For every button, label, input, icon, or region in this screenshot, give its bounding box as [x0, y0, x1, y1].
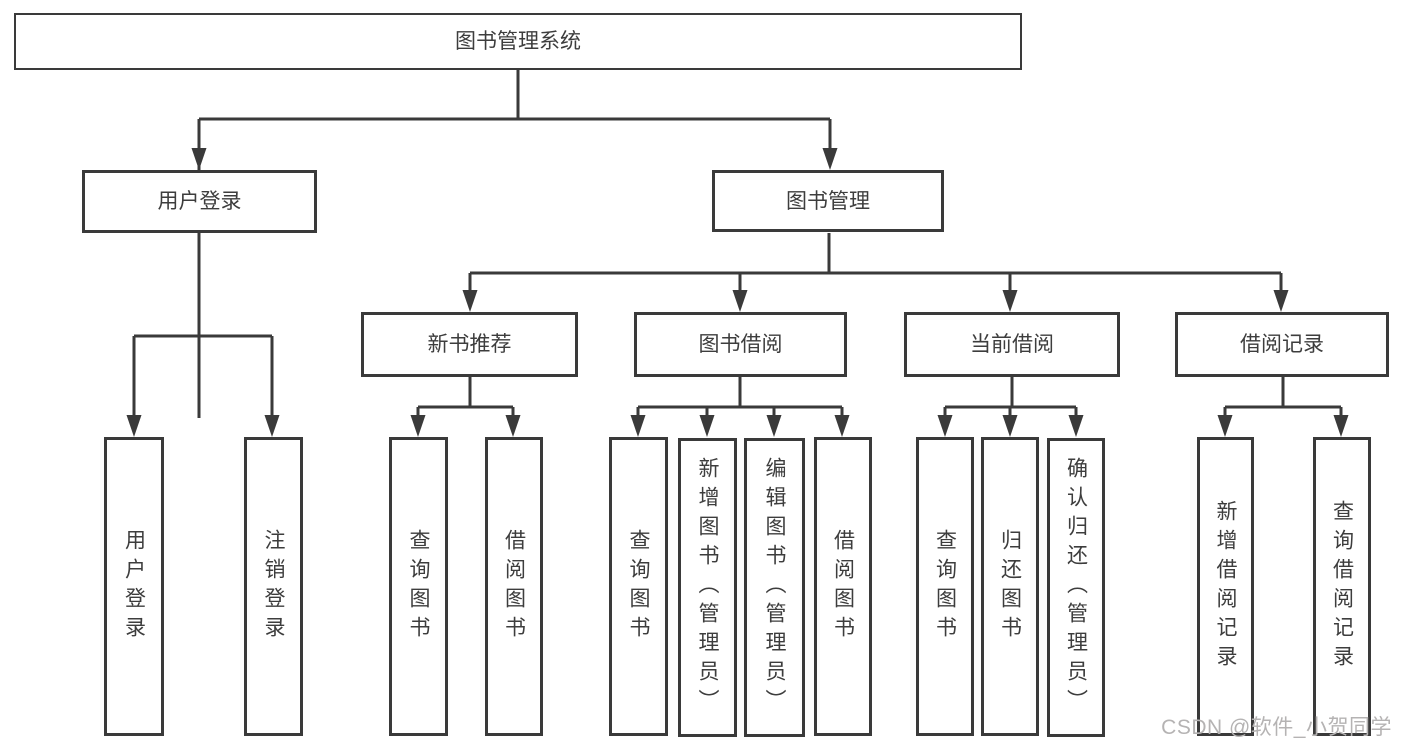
node-label: 用户登录	[157, 190, 242, 213]
leaf-query-borrow-record: 查询借阅记录	[1313, 437, 1371, 736]
node-label: 图书管理	[786, 189, 870, 213]
node-label: 图书借阅	[698, 333, 783, 356]
node-borrow-records: 借阅记录	[1175, 312, 1389, 377]
leaf-label: 新增借阅记录	[1214, 499, 1237, 674]
node-label: 借阅记录	[1240, 333, 1324, 356]
leaf-label: 用户登录	[122, 528, 146, 645]
node-label: 新书推荐	[427, 333, 512, 356]
leaf-label: 查询图书	[627, 528, 650, 645]
node-current-borrow: 当前借阅	[904, 312, 1120, 377]
leaf-label: 归还图书	[998, 528, 1022, 645]
leaf-confirm-return-admin: 确认归还（管理员）	[1047, 438, 1105, 737]
leaf-label: 新增图书（管理员）	[696, 457, 719, 718]
leaf-add-books-admin: 新增图书（管理员）	[678, 438, 737, 737]
node-library-management-system: 图书管理系统	[14, 13, 1022, 70]
leaf-label: 注销登录	[262, 528, 285, 645]
leaf-label: 编辑图书（管理员）	[763, 457, 786, 718]
node-user-login: 用户登录	[82, 170, 317, 233]
leaf-label: 查询图书	[933, 528, 957, 645]
leaf-label: 查询图书	[407, 528, 430, 645]
leaf-borrow-books: 借阅图书	[814, 437, 872, 736]
leaf-label: 查询借阅记录	[1330, 499, 1354, 674]
leaf-return-books: 归还图书	[981, 437, 1039, 736]
leaf-label: 借阅图书	[831, 528, 855, 645]
leaf-edit-books-admin: 编辑图书（管理员）	[744, 438, 805, 737]
node-new-book-recommend: 新书推荐	[361, 312, 578, 377]
leaf-query-books: 查询图书	[609, 437, 668, 736]
csdn-watermark: CSDN @软件_小贺同学	[1161, 716, 1392, 739]
leaf-query-books: 查询图书	[916, 437, 974, 736]
leaf-label: 确认归还（管理员）	[1064, 457, 1088, 718]
leaf-label: 借阅图书	[502, 528, 526, 645]
leaf-borrow-books: 借阅图书	[485, 437, 543, 736]
leaf-query-books: 查询图书	[389, 437, 448, 736]
leaf-logout: 注销登录	[244, 437, 303, 736]
node-label: 当前借阅	[970, 333, 1054, 356]
node-label: 图书管理系统	[455, 30, 581, 53]
leaf-user-login: 用户登录	[104, 437, 164, 736]
node-book-borrow: 图书借阅	[634, 312, 847, 377]
leaf-add-borrow-record: 新增借阅记录	[1197, 437, 1254, 736]
node-book-management: 图书管理	[712, 170, 944, 232]
